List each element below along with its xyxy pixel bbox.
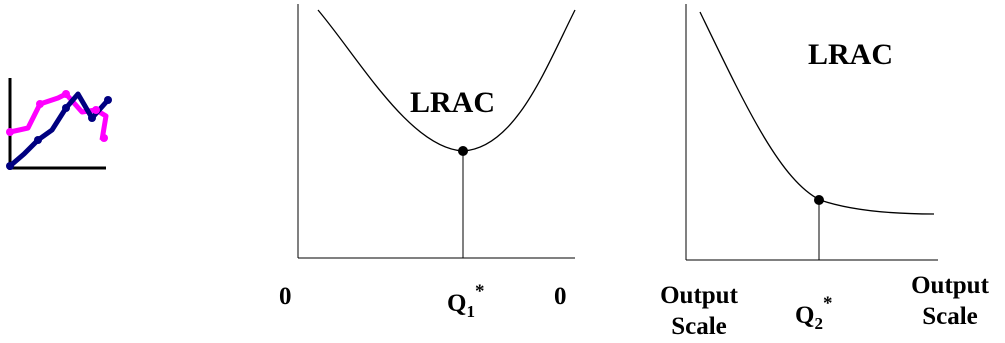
right-q2-subscript: 2	[814, 314, 823, 333]
icon-series-navy-markers	[6, 96, 112, 170]
left-lrac-label: LRAC	[410, 86, 496, 119]
right-panel	[685, 4, 938, 261]
right-axis-end-line1: Output	[911, 272, 989, 299]
right-q2-label: Q2*	[795, 294, 832, 332]
left-lrac-curve	[317, 9, 576, 152]
left-q1-subscript: 1	[466, 302, 475, 321]
left-axis-end-label: 0	[554, 283, 567, 310]
line-chart-icon	[6, 78, 112, 170]
right-point	[814, 195, 824, 205]
right-axis-end-label: Output Scale	[911, 270, 989, 333]
left-q1-label: Q1*	[447, 282, 484, 320]
right-axis-start-line1: Output	[660, 282, 738, 309]
left-q1-symbol: Q	[447, 290, 467, 317]
left-minimum-point	[458, 146, 468, 156]
right-axis-end-line2: Scale	[922, 303, 978, 331]
icon-series-navy	[8, 91, 110, 168]
right-q2-superscript: *	[822, 293, 833, 314]
icon-series-magenta-markers	[6, 90, 108, 142]
left-origin-label: 0	[279, 283, 292, 310]
right-lrac-curve	[699, 11, 935, 215]
right-q2-symbol: Q	[795, 302, 815, 329]
left-q1-superscript: *	[474, 281, 485, 302]
right-axis-start-line2: Scale	[671, 313, 727, 341]
left-panel	[297, 4, 576, 259]
right-axis-start-label: Output Scale	[660, 280, 738, 343]
right-lrac-label: LRAC	[808, 38, 894, 71]
